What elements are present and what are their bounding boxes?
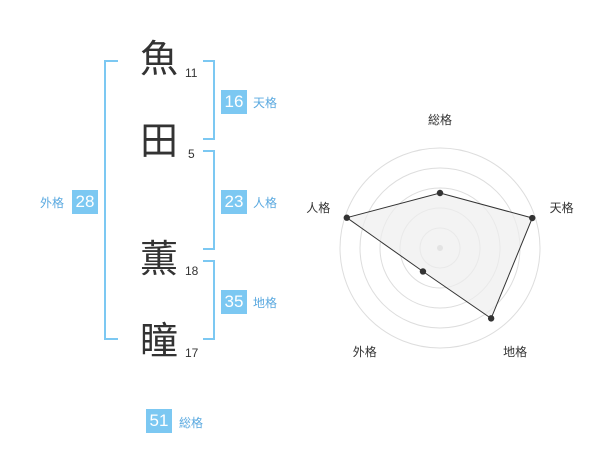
stroke-count-2: 5 xyxy=(188,147,195,161)
tenkaku-bracket xyxy=(203,60,215,140)
radar-axis-label: 地格 xyxy=(503,344,528,359)
gaikaku-bracket xyxy=(104,60,118,340)
radar-axis-label: 人格 xyxy=(306,201,331,216)
radar-ring-5 xyxy=(339,147,541,349)
radar-axis-label: 総格 xyxy=(427,113,453,127)
stroke-count-1: 11 xyxy=(185,66,198,80)
stroke-count-4: 17 xyxy=(185,346,199,360)
radar-point-5 xyxy=(343,214,350,221)
chikaku-score: 35 xyxy=(221,290,247,314)
soukaku-label: 総格 xyxy=(179,416,204,430)
tenkaku-label: 天格 xyxy=(253,96,278,110)
name-char-1: 魚 xyxy=(140,37,179,81)
radar-axis-label: 天格 xyxy=(549,201,574,216)
radar-point-2 xyxy=(529,214,536,222)
name-char-3: 薫 xyxy=(140,237,179,281)
jinkaku-bracket xyxy=(203,150,215,250)
radar-point-3 xyxy=(487,315,495,322)
chikaku-bracket xyxy=(203,260,215,340)
gaikaku-score: 28 xyxy=(72,190,98,214)
jinkaku-score: 23 xyxy=(221,190,247,214)
chikaku-label: 地格 xyxy=(253,296,278,310)
gaikaku-label: 外格 xyxy=(40,196,65,210)
radar-point-4 xyxy=(419,268,427,275)
name-char-4: 瞳 xyxy=(140,319,179,363)
radar-axis-label: 外格 xyxy=(352,344,377,359)
tenkaku-score: 16 xyxy=(221,90,247,114)
stroke-count-3: 18 xyxy=(185,264,199,278)
radar-point-1 xyxy=(436,189,444,197)
radar-polygon xyxy=(345,192,533,320)
jinkaku-label: 人格 xyxy=(253,196,278,210)
name-char-2: 田 xyxy=(140,119,179,163)
soukaku-score: 51 xyxy=(146,409,172,433)
